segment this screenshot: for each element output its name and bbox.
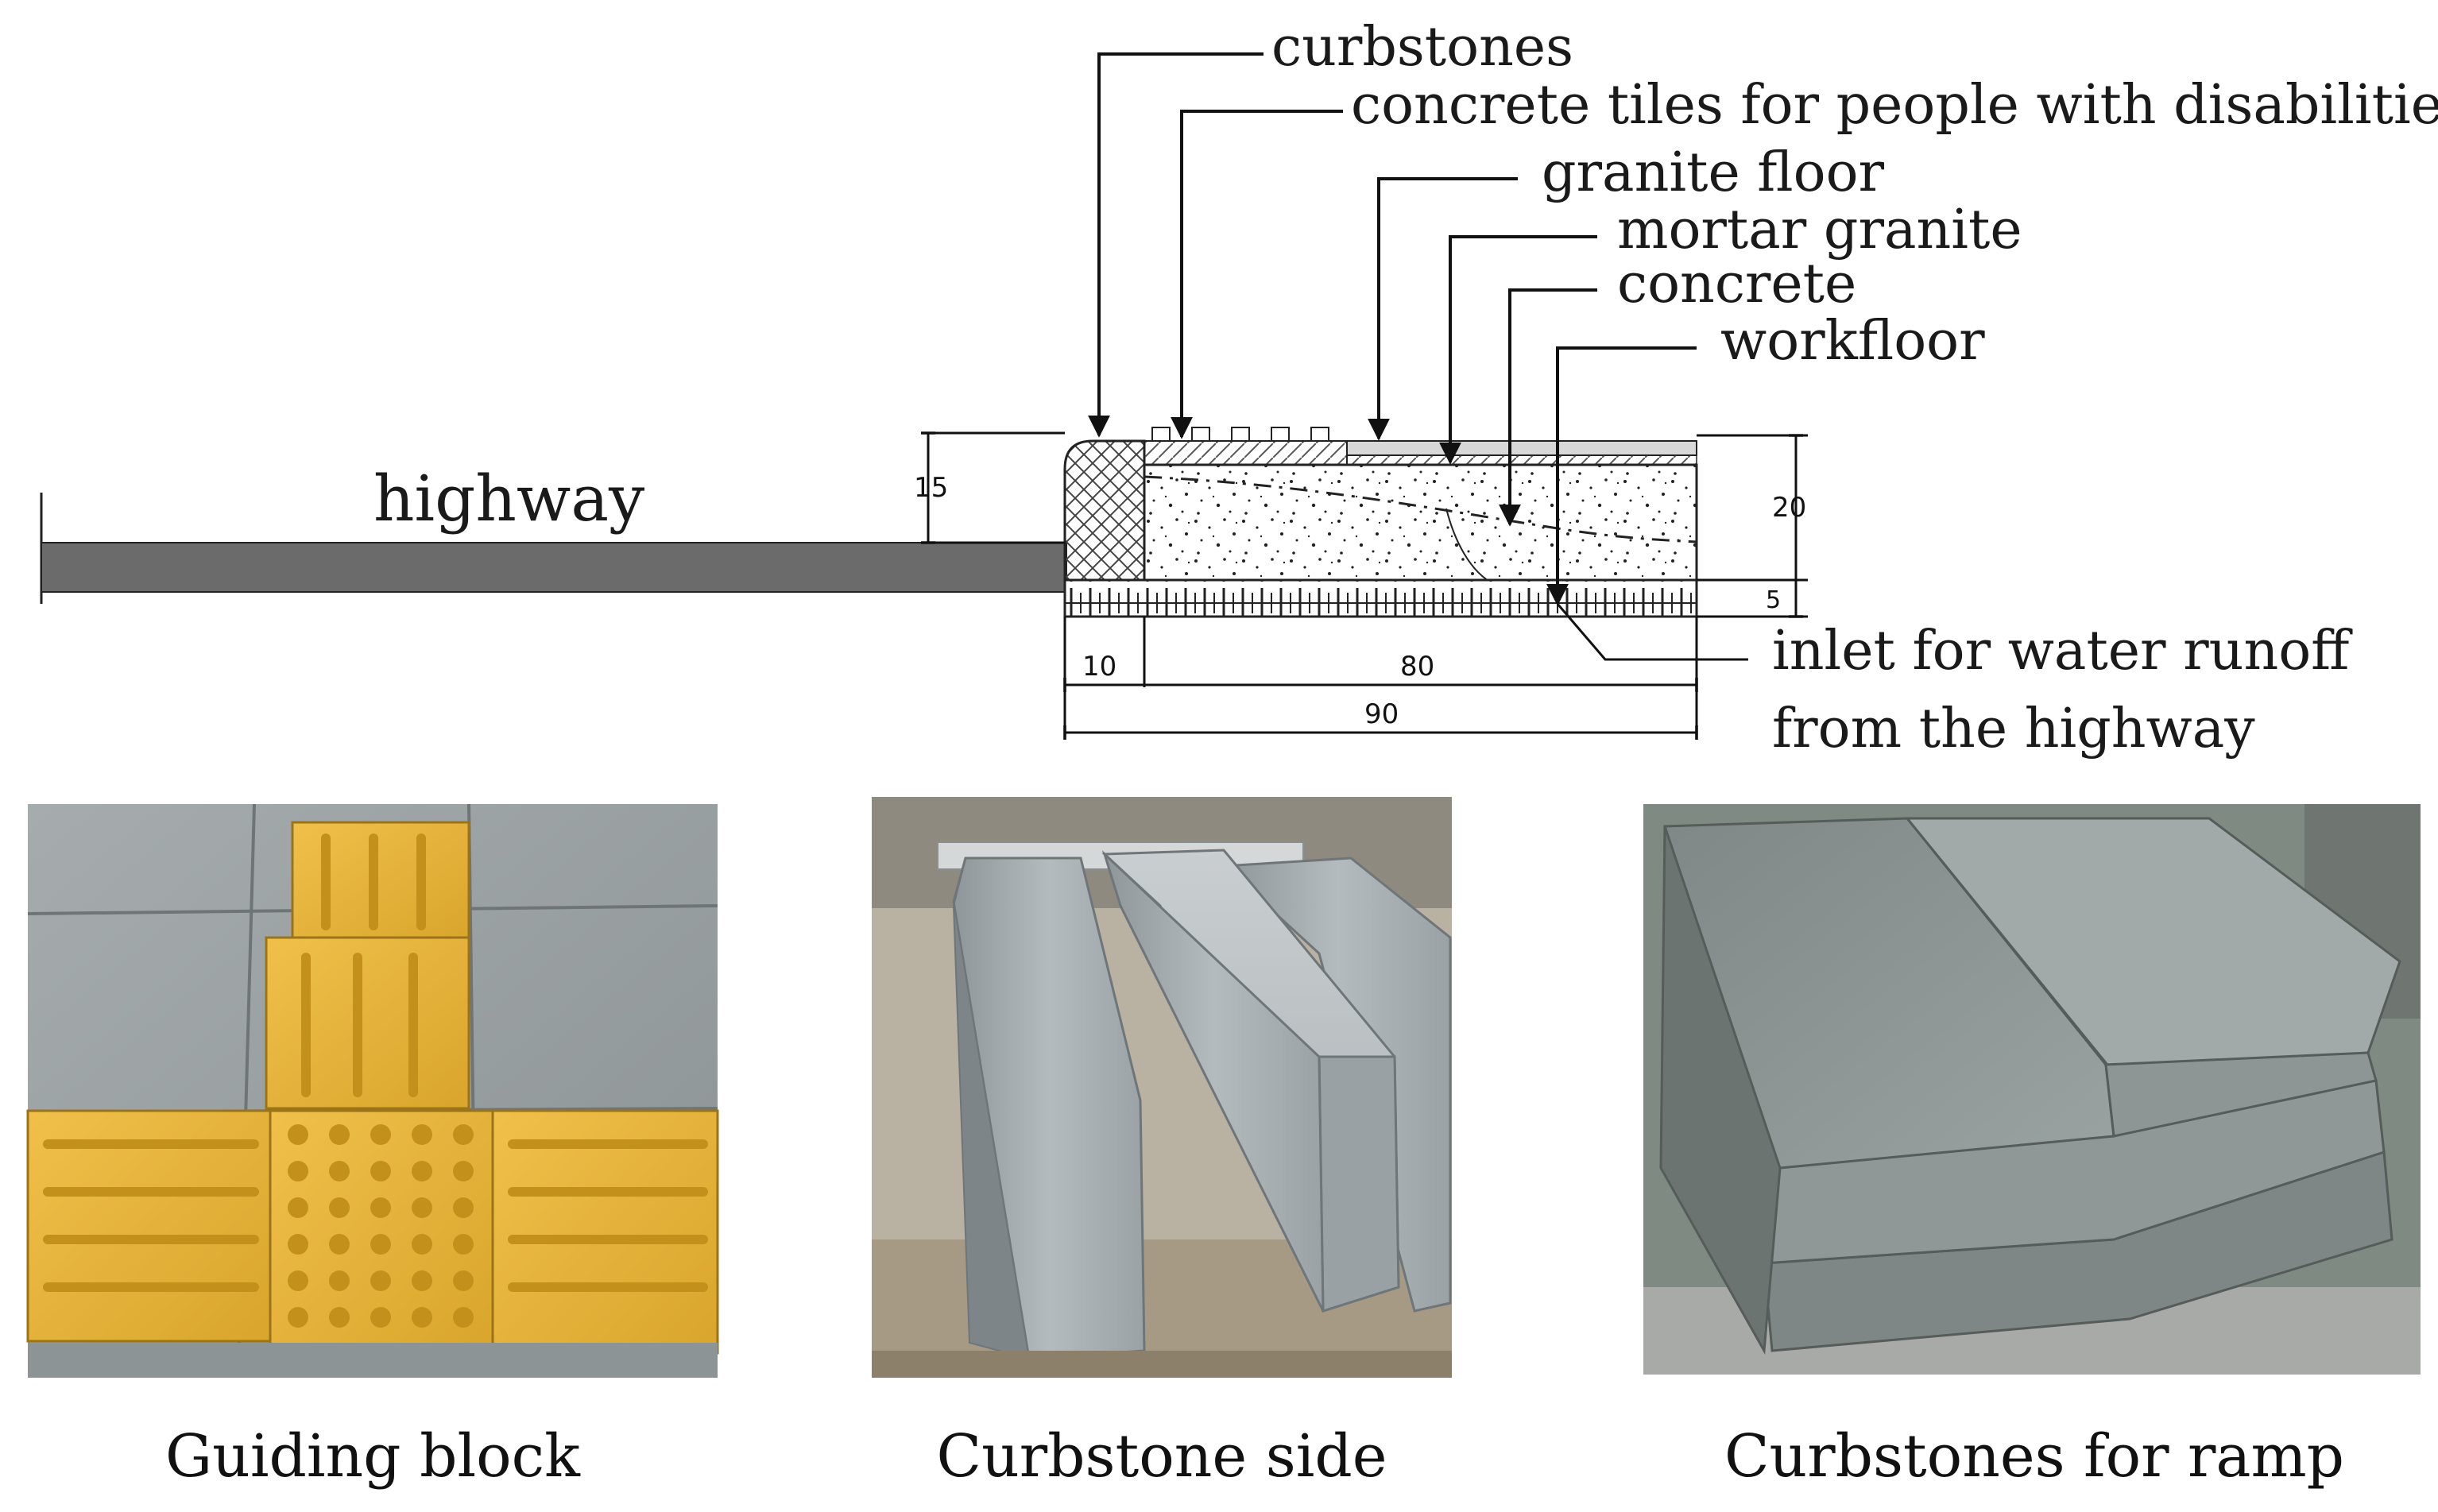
tactile-dot: [329, 1234, 350, 1255]
concrete-layer: [1143, 463, 1698, 585]
tactile-dot: [453, 1197, 474, 1218]
tactile-dot: [370, 1270, 391, 1291]
tactile-dot: [412, 1234, 432, 1255]
caption-curbstones-ramp: Curbstones for ramp: [1724, 1422, 2344, 1491]
tactile-dot: [288, 1124, 308, 1145]
dim-base-height: 5: [1766, 586, 1781, 614]
tactile-dot: [453, 1161, 474, 1181]
tactile-dot: [370, 1197, 391, 1218]
tactile-dot: [370, 1161, 391, 1181]
tactile-dot: [453, 1234, 474, 1255]
label-concrete: concrete: [1617, 253, 1856, 315]
tactile-dot: [288, 1197, 308, 1218]
tactile-dot: [288, 1234, 308, 1255]
dim-curb-height: 15: [914, 472, 948, 504]
label-curbstones: curbstones: [1271, 16, 1573, 79]
tactile-dot: [329, 1307, 350, 1328]
tactile-dot: [412, 1124, 432, 1145]
tactile-dot: [288, 1307, 308, 1328]
label-inlet-line1: inlet for water runoff: [1772, 620, 2353, 683]
curbstone-block: [1063, 439, 1146, 594]
dim-total-width: 90: [1364, 698, 1399, 730]
caption-curbstone-side: Curbstone side: [936, 1422, 1387, 1491]
tactile-dot: [370, 1307, 391, 1328]
tactile-dot: [412, 1270, 432, 1291]
caption-guiding-block: Guiding block: [165, 1422, 581, 1491]
label-workfloor: workfloor: [1720, 310, 1985, 373]
photo-curbstone-side: [872, 797, 1452, 1378]
dim-total-height: 20: [1772, 492, 1806, 524]
tactile-dot: [329, 1124, 350, 1145]
leader-lines: [1088, 52, 1748, 661]
photo-curbstones-ramp: [1643, 804, 2421, 1375]
label-inlet-line2: from the highway: [1772, 698, 2255, 760]
tactile-dot: [370, 1124, 391, 1145]
tactile-dot: [412, 1197, 432, 1218]
tactile-dot: [288, 1270, 308, 1291]
dimension-lines: [921, 431, 1808, 740]
highway-label: highway: [373, 462, 644, 536]
dim-curb-width: 10: [1082, 651, 1116, 683]
tactile-dot: [329, 1197, 350, 1218]
cross-section-diagram: highway: [40, 16, 2438, 760]
label-mortar-granite: mortar granite: [1617, 199, 2022, 261]
tactile-dot: [412, 1307, 432, 1328]
workfloor-layer: [1063, 578, 1698, 618]
tactile-dot: [412, 1161, 432, 1181]
tactile-dot: [288, 1161, 308, 1181]
granite-floor-layer: [1346, 440, 1697, 466]
dim-walk-width: 80: [1400, 651, 1434, 683]
tactile-dot: [329, 1161, 350, 1181]
label-concrete-tiles: concrete tiles for people with disabilit…: [1351, 74, 2438, 137]
label-granite-floor: granite floor: [1542, 141, 1885, 204]
tactile-dot: [453, 1124, 474, 1145]
tactile-dot: [453, 1270, 474, 1291]
tactile-dot: [453, 1307, 474, 1328]
tactile-dot: [370, 1234, 391, 1255]
tactile-tiles-layer: [1144, 427, 1348, 466]
photo-guiding-block: [26, 803, 719, 1379]
tactile-dot: [329, 1270, 350, 1291]
